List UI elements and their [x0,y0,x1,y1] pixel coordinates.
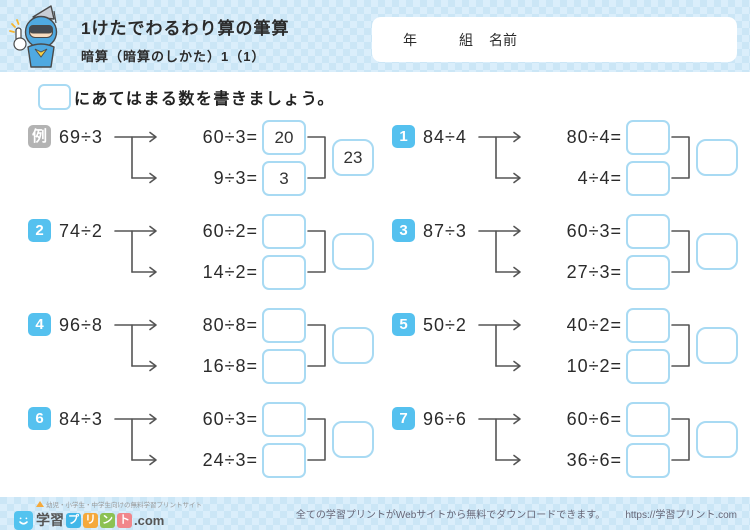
dividend-expression: 84÷4 [423,127,467,147]
partial-equation-2: 36÷6= [566,450,622,470]
partial-equation-2: 27÷3= [566,262,622,282]
problems-grid: 例 69÷3 60÷3= 20 9÷3= 3 23 1 84÷4 80÷4= 4… [22,116,742,490]
logo-tile: ト [117,512,132,528]
partial-equation-1: 60÷6= [566,409,622,429]
logo-tile: ン [100,512,115,528]
name-header-box: 年 組 名前 [372,17,737,62]
answer-box-2[interactable] [626,443,670,478]
problem-badge: 6 [28,407,51,430]
branch-arrows-icon [478,225,690,278]
partial-equation-2: 9÷3= [213,168,258,188]
worksheet-title: 1けたでわるわり算の筆算 [81,19,290,38]
answer-box-2[interactable] [262,443,306,478]
site-tagline: 幼児・小学生・中学生向けの無料学習プリントサイト [36,499,202,509]
logo-tile: リ [83,512,98,528]
result-box[interactable] [696,327,738,364]
answer-box-2[interactable] [262,255,306,290]
answer-box-2[interactable] [626,349,670,384]
branch-arrows-icon [114,225,326,278]
year-label: 年 [403,31,417,48]
footer-note: 全ての学習プリントがWebサイトから無料でダウンロードできます。 [295,510,606,521]
result-box[interactable] [696,139,738,176]
worksheet-subtitle: 暗算（暗算のしかた）1（1） [81,49,266,64]
dividend-expression: 74÷2 [59,221,103,241]
logo-tile: プ [66,512,81,528]
partial-equation-1: 60÷2= [202,221,258,241]
problem-badge: 3 [392,219,415,242]
problem-cell-4: 4 96÷8 80÷8= 16÷8= [22,304,378,396]
logo-text: 学習 [36,512,64,528]
partial-equation-2: 4÷4= [577,168,622,188]
partial-equation-2: 16÷8= [202,356,258,376]
name-label: 名前 [489,31,517,48]
result-box[interactable] [696,421,738,458]
answer-box-1[interactable] [626,308,670,343]
dividend-expression: 87÷3 [423,221,467,241]
branch-arrows-icon [114,131,326,184]
result-box[interactable] [332,421,374,458]
partial-equation-1: 60÷3= [202,127,258,147]
problem-cell-2: 2 74÷2 60÷2= 14÷2= [22,210,378,302]
result-box[interactable] [332,327,374,364]
partial-equation-1: 60÷3= [202,409,258,429]
dividend-expression: 96÷8 [59,315,103,335]
mascot-ninja-icon [8,3,70,74]
problem-badge: 4 [28,313,51,336]
answer-box-2[interactable] [626,161,670,196]
partial-equation-2: 24÷3= [202,450,258,470]
branch-arrows-icon [114,319,326,372]
footer-url: https://学習プリント.com [625,510,737,521]
problem-badge: 5 [392,313,415,336]
result-box[interactable]: 23 [332,139,374,176]
answer-box-2[interactable]: 3 [262,161,306,196]
problem-cell-example: 例 69÷3 60÷3= 20 9÷3= 3 23 [22,116,378,208]
answer-box-1[interactable] [626,214,670,249]
answer-box-1[interactable] [262,214,306,249]
class-label: 組 [459,31,473,48]
branch-arrows-icon [114,413,326,466]
pencil-icon [36,501,44,507]
answer-box-1[interactable] [262,402,306,437]
problem-cell-3: 3 87÷3 60÷3= 27÷3= [386,210,742,302]
logo-domain-text: .com [134,512,165,528]
partial-equation-1: 80÷4= [566,127,622,147]
dividend-expression: 96÷6 [423,409,467,429]
dividend-expression: 69÷3 [59,127,103,147]
answer-box-2[interactable] [626,255,670,290]
problem-badge: 7 [392,407,415,430]
branch-arrows-icon [478,131,690,184]
partial-equation-1: 40÷2= [566,315,622,335]
answer-box-1[interactable] [626,402,670,437]
smiley-icon [14,510,33,530]
answer-box-1[interactable] [626,120,670,155]
problem-cell-1: 1 84÷4 80÷4= 4÷4= [386,116,742,208]
partial-equation-1: 80÷8= [202,315,258,335]
site-logo: 幼児・小学生・中学生向けの無料学習プリントサイト 学習 プ リ ン ト .com [14,499,202,530]
answer-box-1[interactable] [262,308,306,343]
problem-badge: 1 [392,125,415,148]
branch-arrows-icon [478,319,690,372]
partial-equation-1: 60÷3= [566,221,622,241]
dividend-expression: 84÷3 [59,409,103,429]
partial-equation-2: 10÷2= [566,356,622,376]
instruction-line: にあてはまる数を書きましょう。 [38,84,335,110]
result-box[interactable] [332,233,374,270]
problem-cell-5: 5 50÷2 40÷2= 10÷2= [386,304,742,396]
problem-cell-6: 6 84÷3 60÷3= 24÷3= [22,398,378,490]
answer-box-1[interactable]: 20 [262,120,306,155]
problem-badge: 例 [28,125,51,148]
problem-cell-7: 7 96÷6 60÷6= 36÷6= [386,398,742,490]
branch-arrows-icon [478,413,690,466]
partial-equation-2: 14÷2= [202,262,258,282]
answer-box-2[interactable] [262,349,306,384]
result-box[interactable] [696,233,738,270]
problem-badge: 2 [28,219,51,242]
blank-box-icon [38,84,71,110]
instruction-text: にあてはまる数を書きましょう。 [74,91,335,108]
dividend-expression: 50÷2 [423,315,467,335]
